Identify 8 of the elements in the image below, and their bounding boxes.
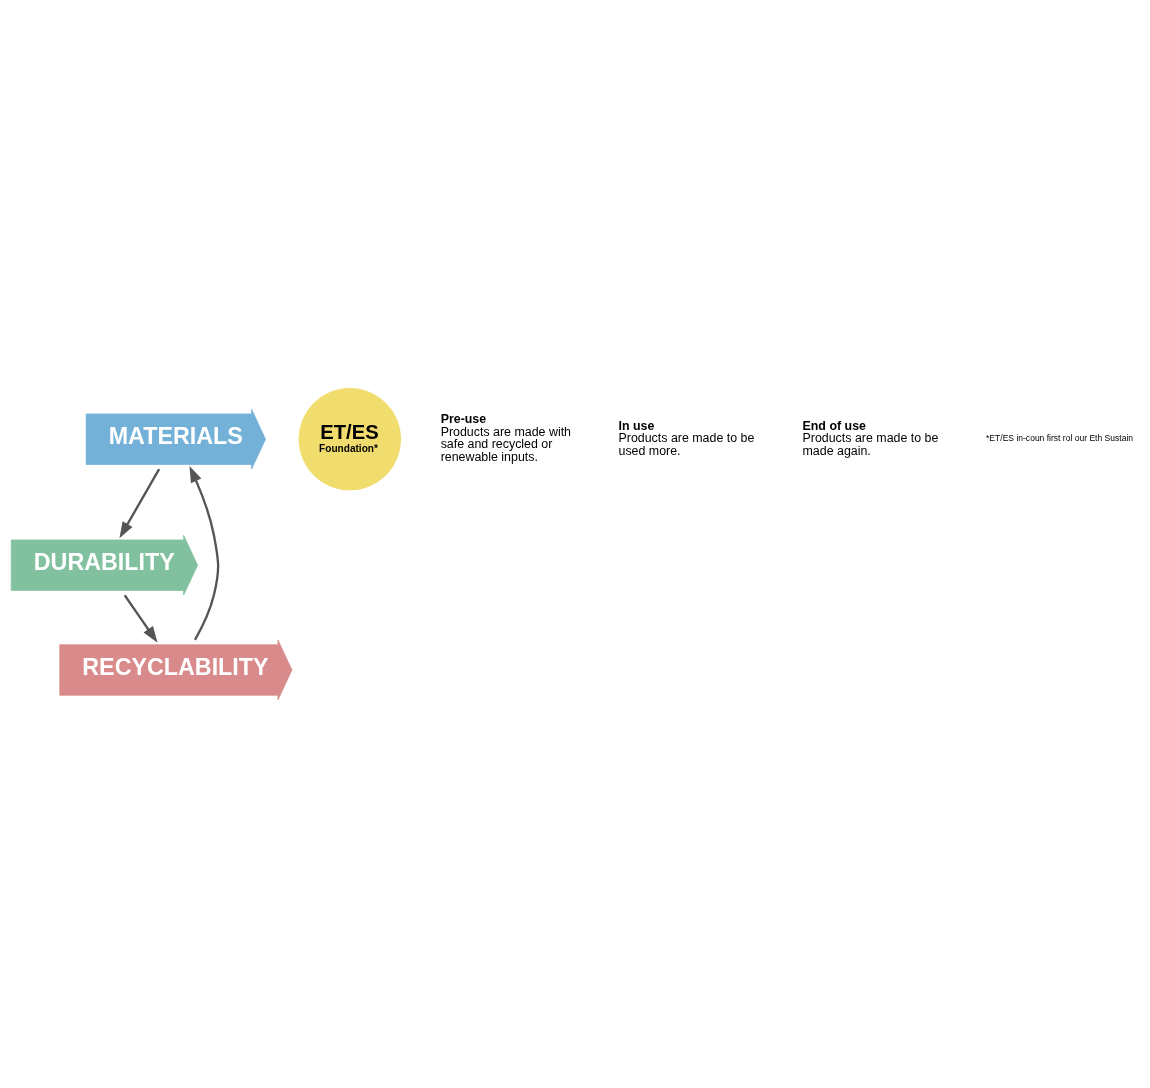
arrow	[123, 594, 158, 643]
node-text: In use Products are made to be used more.	[618, 418, 755, 458]
node-text: End of use Products are made to be made again.	[802, 418, 939, 458]
node-circle: ET/ES Foundation*	[298, 387, 402, 491]
arrow	[189, 465, 220, 641]
node-text: Pre-use Products are made with safe and recycled or renewable inputs.	[440, 412, 571, 464]
arrow	[119, 468, 161, 539]
label: *ET/ES in-coun first rol our Eth Sustain	[986, 433, 1134, 444]
